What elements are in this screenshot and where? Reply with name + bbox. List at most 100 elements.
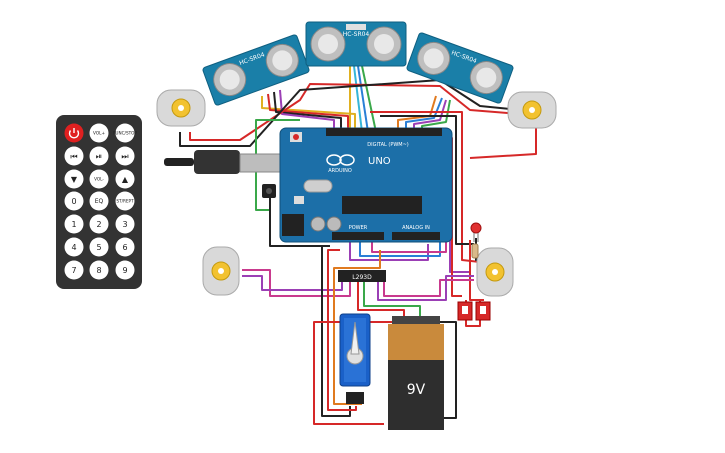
st-rept-button[interactable]: ST/REPT — [115, 191, 135, 211]
remote-button-label: VOL- — [94, 176, 104, 181]
remote-button-label: 8 — [96, 266, 101, 275]
wire-red-bus — [189, 83, 537, 159]
power-button[interactable] — [64, 123, 84, 143]
wire-yellow — [261, 96, 356, 132]
wire-red — [267, 93, 349, 132]
slide-switch-right[interactable] — [475, 301, 491, 321]
ultrasonic-sensor-left: HC-SR04 — [202, 34, 310, 106]
board-model: UNO — [368, 156, 391, 167]
digit-3-button[interactable]: 3 — [115, 214, 135, 234]
power-icon — [68, 128, 80, 139]
remote-button-face — [115, 123, 135, 143]
remote-button-label: 1 — [71, 220, 76, 229]
sensor-label: HC-SR04 — [343, 31, 370, 38]
power-jack — [282, 214, 304, 236]
wire-magenta — [371, 234, 447, 253]
vol-down-button[interactable]: VOL- — [89, 169, 109, 189]
resistor — [471, 243, 479, 259]
remote-button-label: ▲ — [122, 175, 129, 184]
remote-button-face — [89, 169, 109, 189]
ultrasonic-sensor-right: HC-SR04 — [406, 32, 514, 104]
remote-button-face — [89, 146, 109, 166]
arduino-logo-icon — [326, 154, 355, 166]
wire-black — [380, 115, 474, 245]
wire-purple — [242, 275, 343, 291]
remote-button-face — [89, 123, 109, 143]
remote-button-label: 0 — [71, 197, 76, 206]
wire-magenta — [383, 279, 474, 297]
wire-orange — [333, 250, 381, 405]
remote-button-face — [115, 169, 135, 189]
analog-label: ANALOG IN — [402, 225, 430, 231]
prev-button[interactable]: ⏮ — [64, 146, 84, 166]
wire-black — [273, 91, 342, 132]
remote-button-label: ST/REPT — [116, 198, 134, 203]
eq-button[interactable]: EQ — [89, 191, 109, 211]
wire-green — [361, 65, 377, 133]
usb-cable — [164, 150, 281, 174]
wire-orange — [397, 95, 437, 132]
remote-button-label: 7 — [71, 266, 76, 275]
up-button[interactable]: ▲ — [115, 169, 135, 189]
remote-button-grid: VOL+ FUNC/STOP ⏮ ⏯ ⏭ ▼ VOL- ▲ 0 EQ ST/REPT 1 2 3 4 5 6 7 8… — [64, 123, 137, 280]
dc-motor-top-right — [507, 91, 557, 129]
remote-button-face — [89, 260, 109, 280]
down-button[interactable]: ▼ — [64, 169, 84, 189]
remote-button-label: VOL+ — [93, 130, 105, 135]
digit-1-button[interactable]: 1 — [64, 214, 84, 234]
remote-button-label: ⏮ — [70, 152, 77, 161]
power-header — [332, 232, 384, 240]
func-stop-button[interactable]: FUNC/STOP — [113, 123, 137, 143]
battery-label: 9V — [407, 382, 426, 398]
wire-blue — [359, 240, 441, 257]
wire-blue — [405, 97, 443, 132]
wire-purple — [377, 275, 474, 301]
dc-motor-bottom-right — [476, 247, 514, 297]
play-pause-button[interactable]: ⏯ — [89, 146, 109, 166]
remote-button-face — [64, 191, 84, 211]
remote-button-face — [115, 237, 135, 257]
remote-button-face — [64, 214, 84, 234]
remote-button-label: 3 — [122, 220, 127, 229]
remote-button-label: EQ — [95, 198, 104, 205]
remote-button-face — [115, 260, 135, 280]
dc-motor-top-left — [156, 89, 206, 127]
digital-header — [326, 128, 442, 136]
remote-button-face — [89, 214, 109, 234]
wire-blue — [357, 65, 369, 133]
vol-up-button[interactable]: VOL+ — [89, 123, 109, 143]
reset-button[interactable] — [293, 134, 299, 140]
motor-driver-chip: L293D — [338, 270, 386, 282]
remote-button-face — [115, 146, 135, 166]
digit-6-button[interactable]: 6 — [115, 237, 135, 257]
slide-switch-left[interactable] — [457, 301, 473, 321]
digital-label: DIGITAL (PWM~) — [367, 142, 409, 148]
driver-label: L293D — [352, 274, 372, 281]
remote-button-label: 5 — [96, 243, 101, 252]
wire-red — [327, 249, 357, 411]
wire-red — [357, 282, 405, 318]
wire-green — [363, 282, 421, 318]
battery-9v: 9V — [388, 316, 444, 430]
wire-black — [440, 321, 457, 419]
digit-5-button[interactable]: 5 — [89, 237, 109, 257]
ir-receiver — [262, 184, 276, 198]
remote-button-label: 9 — [122, 266, 127, 275]
digit-8-button[interactable]: 8 — [89, 260, 109, 280]
remote-button-label: ▼ — [71, 175, 78, 184]
remote-button-face — [89, 191, 109, 211]
servo-motor — [339, 313, 371, 404]
digit-2-button[interactable]: 2 — [89, 214, 109, 234]
remote-button-face — [115, 214, 135, 234]
next-button[interactable]: ⏭ — [115, 146, 135, 166]
power-label: POWER — [349, 225, 368, 231]
remote-button-face — [89, 237, 109, 257]
digit-7-button[interactable]: 7 — [64, 260, 84, 280]
digit-4-button[interactable]: 4 — [64, 237, 84, 257]
remote-button-face — [64, 169, 84, 189]
wire-black — [269, 196, 330, 247]
remote-button-label: ⏭ — [121, 152, 128, 161]
digit-9-button[interactable]: 9 — [115, 260, 135, 280]
digit-0-button[interactable]: 0 — [64, 191, 84, 211]
